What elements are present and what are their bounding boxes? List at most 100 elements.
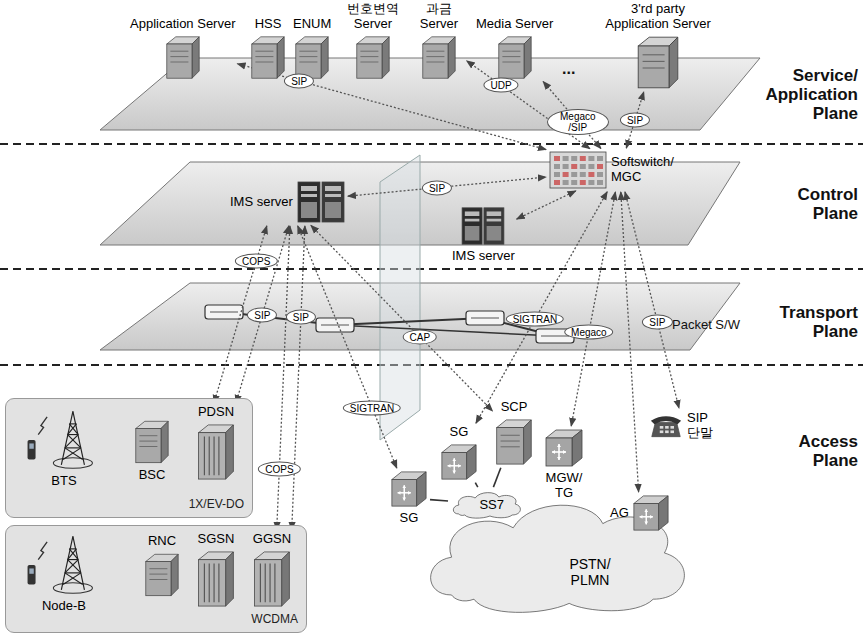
network-element: 번호변역 Server [343, 2, 403, 80]
element-icon [196, 550, 236, 608]
network-element: SCP [494, 400, 534, 466]
plane-band [100, 58, 760, 350]
element-name: RNC [148, 534, 176, 549]
element-name: BSC [139, 468, 166, 483]
phone-icon [648, 410, 684, 442]
element-icon [633, 35, 683, 90]
network-cloud: SS7 [450, 489, 524, 519]
signal-link [298, 226, 397, 468]
element-name: GGSN [253, 532, 291, 547]
protocol-label: SIGTRAN [506, 312, 564, 327]
element-icon [632, 494, 670, 532]
soft-icon [548, 150, 608, 190]
ims-icon [458, 206, 508, 246]
element-name: WCDMA [251, 613, 298, 627]
ims-icon [296, 180, 346, 224]
element-name: PDSN [198, 405, 234, 420]
plane-name: Control Plane [762, 185, 858, 223]
network-element: HSS [250, 17, 286, 80]
element-name: HSS [255, 17, 282, 32]
network-element: Softswitch/ MGC [548, 150, 691, 190]
plane-separator [0, 144, 863, 365]
element-icon [196, 423, 236, 481]
tower-icon [24, 407, 104, 471]
network-element: IMS server [452, 206, 515, 264]
element-name: 1X/EV-DO [189, 498, 244, 512]
network-element: PDSN [196, 405, 236, 481]
protocol-label: SIP [284, 73, 314, 88]
element-name: Node-B [42, 599, 86, 614]
element-name: 과금 Server [413, 2, 465, 32]
annotation: Packet S/W [672, 317, 740, 332]
protocol-label: SIP [286, 310, 316, 325]
element-icon [296, 180, 346, 224]
element-icon [24, 407, 104, 471]
protocol-label: Megaco /SIP [547, 109, 609, 135]
protocol-label: SIP [642, 314, 672, 329]
element-icon [497, 35, 533, 80]
element-icon [548, 150, 608, 190]
signal-link [571, 192, 615, 426]
router-icon [544, 428, 584, 468]
protocol-label: SIP [422, 180, 452, 195]
rack-icon [196, 550, 236, 608]
element-icon [355, 35, 391, 80]
element-name: Softswitch/ MGC [611, 155, 691, 185]
element-name: IMS server [230, 195, 293, 210]
signal-link [236, 226, 289, 403]
element-name: Application Server [130, 17, 236, 32]
router-icon [440, 443, 478, 481]
server-icon [134, 419, 170, 465]
element-icon [458, 206, 508, 246]
element-icon [250, 35, 286, 80]
network-element: ENUM [293, 17, 331, 80]
element-icon [390, 470, 428, 508]
protocol-label: SIP [247, 307, 277, 322]
element-icon [134, 419, 170, 465]
element-name: SIP 단말 [687, 411, 719, 441]
network-element: 3'rd party Application Server [600, 2, 716, 90]
protocol-label: COPS [235, 254, 277, 269]
trunk-link [430, 500, 448, 501]
protocol-label: COPS [258, 462, 300, 477]
rack-icon [252, 550, 292, 608]
network-element: BTS [24, 407, 104, 489]
network-element: RNC [144, 534, 180, 598]
plane-name: Service/ Application Plane [762, 66, 858, 123]
element-icon [440, 443, 478, 481]
protocol-label: CAP [403, 329, 438, 344]
trunk-link [475, 483, 478, 488]
network-element: AG [610, 494, 670, 532]
router-icon [632, 494, 670, 532]
network-group: WCDMA Node-B RNC SGSN GGSN [5, 525, 307, 633]
signal-link [348, 177, 546, 196]
element-name: PSTN/ PLMN [560, 556, 620, 588]
element-name: 번호변역 Server [343, 2, 403, 32]
element-icon [648, 410, 684, 442]
element-name: MGW/ TG [543, 471, 585, 501]
server-icon [250, 35, 286, 80]
protocol-label: UDP [484, 78, 519, 93]
network-element: 과금 Server [413, 2, 465, 80]
network-element: BSC [134, 419, 170, 483]
signal-link [476, 192, 607, 424]
network-element: MGW/ TG [543, 428, 585, 501]
network-element: GGSN [252, 532, 292, 608]
network-element: SG [390, 470, 428, 526]
server-icon [633, 35, 683, 90]
server-icon [497, 35, 533, 80]
element-name: SG [450, 425, 469, 440]
protocol-label: SIGTRAN [343, 400, 401, 415]
signal-link [621, 192, 639, 492]
network-element: Media Server [476, 17, 553, 80]
element-name: SGSN [198, 532, 235, 547]
element-name: Media Server [476, 17, 553, 32]
element-icon [421, 35, 457, 80]
element-name: 3'rd party Application Server [600, 2, 716, 32]
signal-link [292, 226, 305, 530]
network-group: 1X/EV-DO BTS BSC PDSN [5, 398, 253, 518]
server-icon [144, 552, 180, 598]
network-element: SIP 단말 [648, 410, 719, 442]
element-name: SCP [501, 400, 528, 415]
